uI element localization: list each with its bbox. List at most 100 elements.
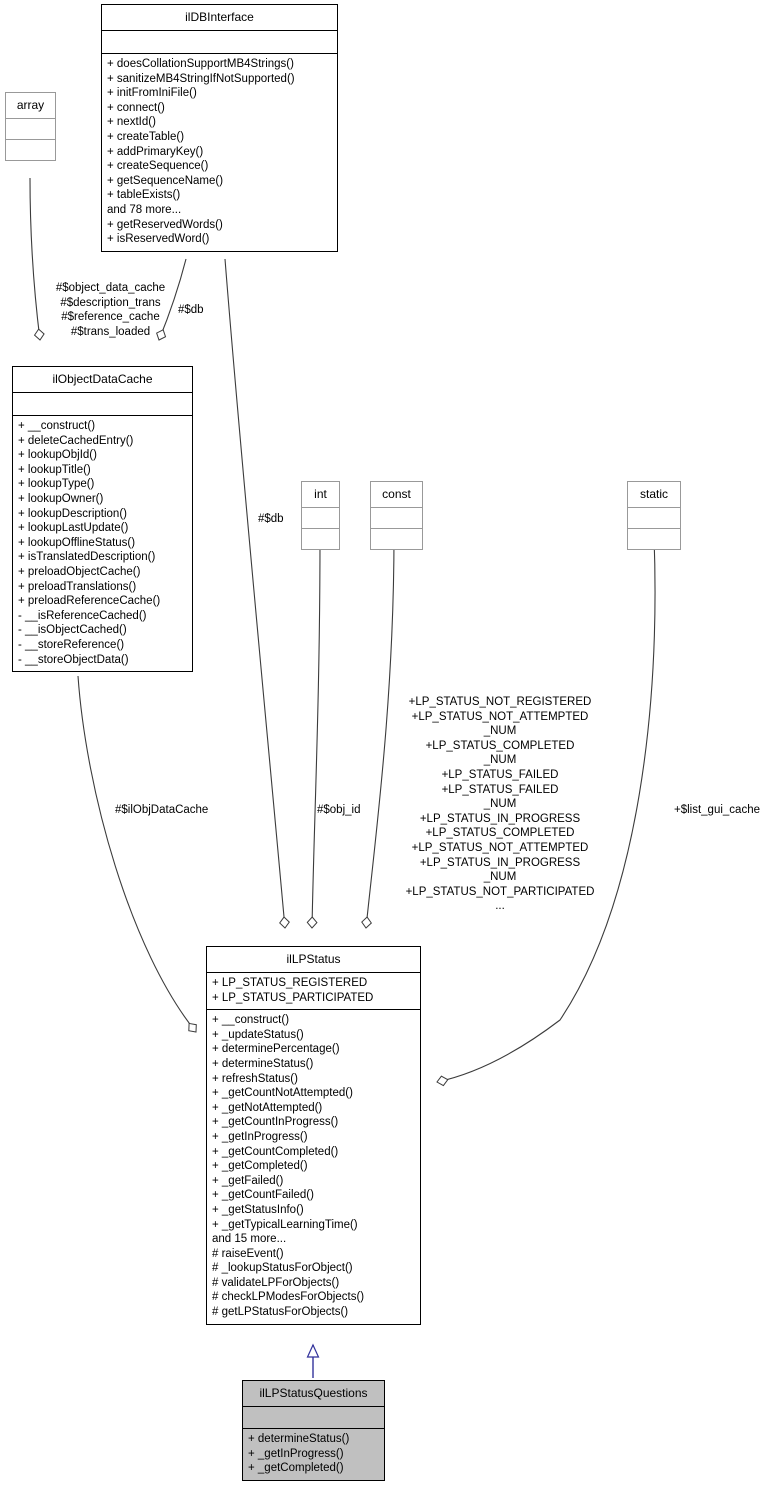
operation: - __storeObjectData() bbox=[18, 653, 129, 666]
operations-compartment-ilobjectdatacache: + __construct() + deleteCachedEntry() + … bbox=[13, 416, 192, 671]
operations-compartment-array bbox=[6, 140, 55, 160]
operation: + _getCompleted() bbox=[212, 1160, 308, 1173]
attributes-compartment-const bbox=[371, 508, 422, 528]
attributes-compartment-int bbox=[302, 508, 339, 528]
operation: + createTable() bbox=[107, 130, 185, 143]
attributes-compartment-static bbox=[628, 508, 680, 528]
class-name-ilobjectdatacache: ilObjectDataCache bbox=[52, 372, 153, 386]
operation: + _getStatusInfo() bbox=[212, 1203, 304, 1216]
separator bbox=[243, 1428, 384, 1429]
operation: + lookupTitle() bbox=[18, 463, 91, 476]
operation: + getSequenceName() bbox=[107, 174, 224, 187]
attributes-compartment-illpstatus: + LP_STATUS_REGISTERED + LP_STATUS_PARTI… bbox=[207, 973, 420, 1009]
separator bbox=[243, 1406, 384, 1407]
operation: # _lookupStatusForObject() bbox=[212, 1262, 353, 1275]
operation: + _getCountFailed() bbox=[212, 1189, 314, 1202]
class-name-ildbinterface: ilDBInterface bbox=[185, 10, 254, 24]
separator bbox=[207, 972, 420, 973]
separator bbox=[302, 507, 339, 508]
operation: + _getFailed() bbox=[212, 1174, 284, 1187]
separator bbox=[13, 415, 192, 416]
edge-label-obj-id: #$obj_id bbox=[317, 804, 361, 816]
operations-compartment-static bbox=[628, 529, 680, 549]
attribute: + LP_STATUS_REGISTERED bbox=[212, 977, 368, 989]
class-box-const[interactable]: const bbox=[370, 481, 423, 550]
operation: + getReservedWords() bbox=[107, 218, 223, 231]
class-box-int[interactable]: int bbox=[301, 481, 340, 550]
operation: + __construct() bbox=[212, 1014, 290, 1027]
operation: - __isReferenceCached() bbox=[18, 609, 147, 622]
class-box-ilobjectdatacache[interactable]: ilObjectDataCache + __construct() + dele… bbox=[12, 366, 193, 673]
operation: - __isObjectCached() bbox=[18, 624, 127, 637]
class-box-illpstatus[interactable]: ilLPStatus + LP_STATUS_REGISTERED + LP_S… bbox=[206, 946, 421, 1325]
operation: + createSequence() bbox=[107, 160, 209, 173]
operation: + _getTypicalLearningTime() bbox=[212, 1218, 358, 1231]
separator bbox=[371, 507, 422, 508]
operation: + refreshStatus() bbox=[212, 1072, 298, 1085]
class-box-static[interactable]: static bbox=[627, 481, 681, 550]
class-box-ildbinterface[interactable]: ilDBInterface + doesCollationSupportMB4S… bbox=[101, 4, 338, 252]
edge-label-db-mid: #$db bbox=[258, 513, 284, 525]
operation: + tableExists() bbox=[107, 189, 181, 202]
class-box-illpstatusquestions[interactable]: ilLPStatusQuestions + determineStatus() … bbox=[242, 1380, 385, 1481]
operation: + _getCompleted() bbox=[248, 1462, 344, 1475]
operations-compartment-ildbinterface: + doesCollationSupportMB4Strings() + san… bbox=[102, 54, 337, 251]
operation: + lookupOwner() bbox=[18, 492, 104, 505]
operations-compartment-illpstatusquestions: + determineStatus() + _getInProgress() +… bbox=[243, 1429, 384, 1480]
operation-more: and 15 more... bbox=[212, 1233, 287, 1246]
operation: + __construct() bbox=[18, 420, 96, 432]
operation: + connect() bbox=[107, 101, 165, 114]
operation: + nextId() bbox=[107, 116, 156, 129]
separator bbox=[6, 118, 55, 119]
operation: - __storeReference() bbox=[18, 638, 125, 651]
edge-label-object-data-cache: #$object_data_cache #$description_trans … bbox=[55, 282, 166, 338]
operation: + sanitizeMB4StringIfNotSupported() bbox=[107, 72, 295, 85]
operation: + lookupDescription() bbox=[18, 507, 127, 520]
operations-compartment-illpstatus: + __construct() + _updateStatus() + dete… bbox=[207, 1010, 420, 1323]
operation: + determinePercentage() bbox=[212, 1043, 340, 1056]
operation: + determineStatus() bbox=[248, 1433, 350, 1445]
edge-label-db-top: #$db bbox=[178, 304, 204, 316]
separator bbox=[102, 30, 337, 31]
operation: + doesCollationSupportMB4Strings() bbox=[107, 58, 294, 70]
operation: + _getCountNotAttempted() bbox=[212, 1087, 353, 1100]
operation: + _getNotAttempted() bbox=[212, 1101, 323, 1114]
operation: # checkLPModesForObjects() bbox=[212, 1291, 365, 1304]
operations-compartment-int bbox=[302, 529, 339, 549]
operation: + lookupType() bbox=[18, 478, 95, 491]
operation: + initFromIniFile() bbox=[107, 87, 197, 100]
operation: + preloadObjectCache() bbox=[18, 565, 141, 578]
operation: + lookupOfflineStatus() bbox=[18, 536, 136, 549]
operation: + isTranslatedDescription() bbox=[18, 551, 156, 564]
operation: # raiseEvent() bbox=[212, 1247, 284, 1260]
operation: + _getCountCompleted() bbox=[212, 1145, 339, 1158]
operation: + _getCountInProgress() bbox=[212, 1116, 339, 1129]
operation: + preloadReferenceCache() bbox=[18, 595, 161, 608]
attributes-compartment-array bbox=[6, 119, 55, 139]
class-name-const: const bbox=[382, 487, 411, 501]
separator bbox=[6, 139, 55, 140]
operation: + lookupLastUpdate() bbox=[18, 522, 129, 535]
edge-label-lp-status-constants: +LP_STATUS_NOT_REGISTERED +LP_STATUS_NOT… bbox=[405, 696, 595, 913]
class-box-array[interactable]: array bbox=[5, 92, 56, 161]
separator bbox=[102, 53, 337, 54]
edge-label-ilobjdatacache: #$ilObjDataCache bbox=[115, 804, 209, 816]
edge-label-list-gui-cache: +$list_gui_cache bbox=[674, 804, 760, 816]
operation: + _updateStatus() bbox=[212, 1028, 304, 1041]
attribute: + LP_STATUS_PARTICIPATED bbox=[212, 991, 374, 1004]
operation: + preloadTranslations() bbox=[18, 580, 137, 593]
operation: + lookupObjId() bbox=[18, 449, 97, 462]
attributes-compartment-ilobjectdatacache bbox=[13, 393, 192, 415]
separator bbox=[207, 1009, 420, 1011]
operation: # getLPStatusForObjects() bbox=[212, 1306, 349, 1319]
operations-compartment-const bbox=[371, 529, 422, 549]
operation: + _getInProgress() bbox=[248, 1447, 344, 1460]
separator bbox=[628, 507, 680, 508]
operation: + addPrimaryKey() bbox=[107, 145, 204, 158]
class-name-int: int bbox=[314, 487, 327, 501]
separator bbox=[13, 392, 192, 393]
class-name-illpstatus: ilLPStatus bbox=[286, 952, 341, 966]
separator bbox=[371, 528, 422, 529]
class-name-array: array bbox=[16, 98, 45, 112]
